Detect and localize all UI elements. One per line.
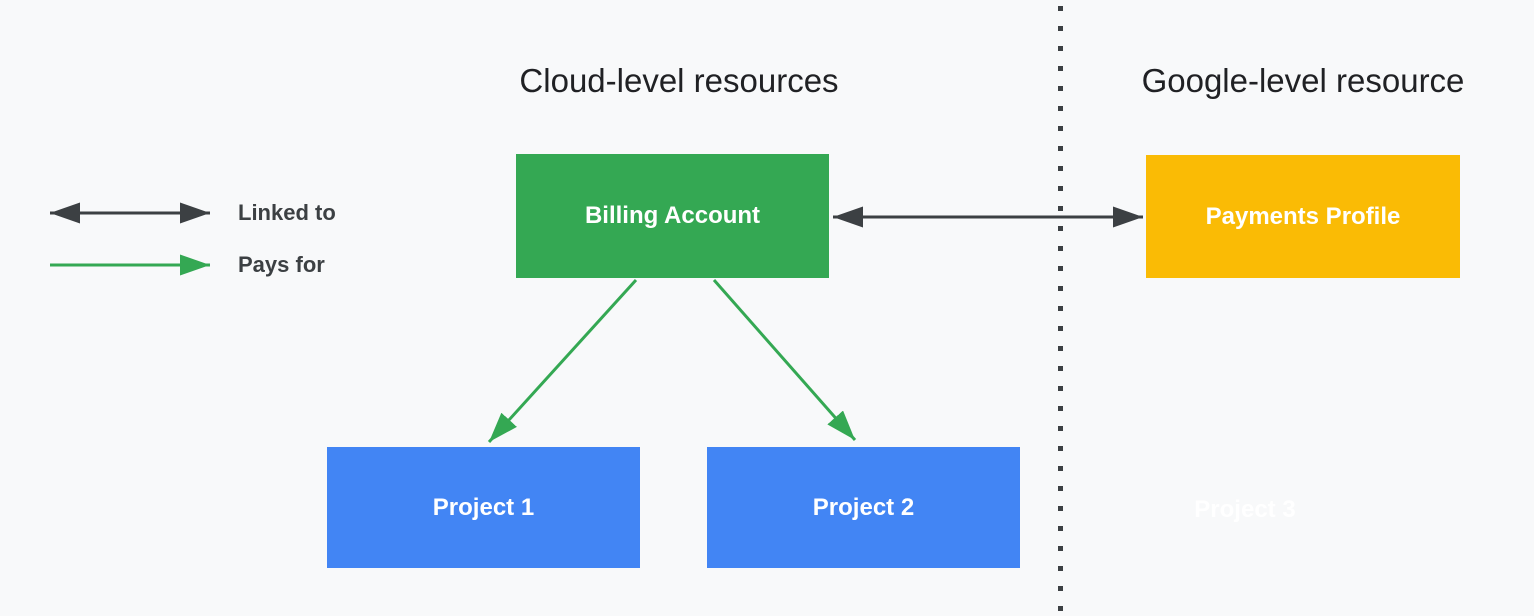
cloud-level-resources-heading: Cloud-level resources <box>519 62 839 99</box>
payments-profile-node: Payments Profile <box>1146 155 1460 278</box>
pays-for-arrow-project-2 <box>712 279 857 441</box>
project-3-ghost-label: Project 3 <box>1194 496 1296 523</box>
project-2-node: Project 2 <box>707 447 1020 568</box>
pays-for-arrow-project-1 <box>487 278 638 444</box>
legend-label-linked-to: Linked to <box>238 200 336 225</box>
legend-label-pays-for: Pays for <box>238 252 325 277</box>
google-level-resource-heading: Google-level resource <box>1141 62 1465 99</box>
project-1-node: Project 1 <box>327 447 640 568</box>
billing-account-node: Billing Account <box>516 154 829 278</box>
dotted-divider-line <box>1058 6 1063 616</box>
